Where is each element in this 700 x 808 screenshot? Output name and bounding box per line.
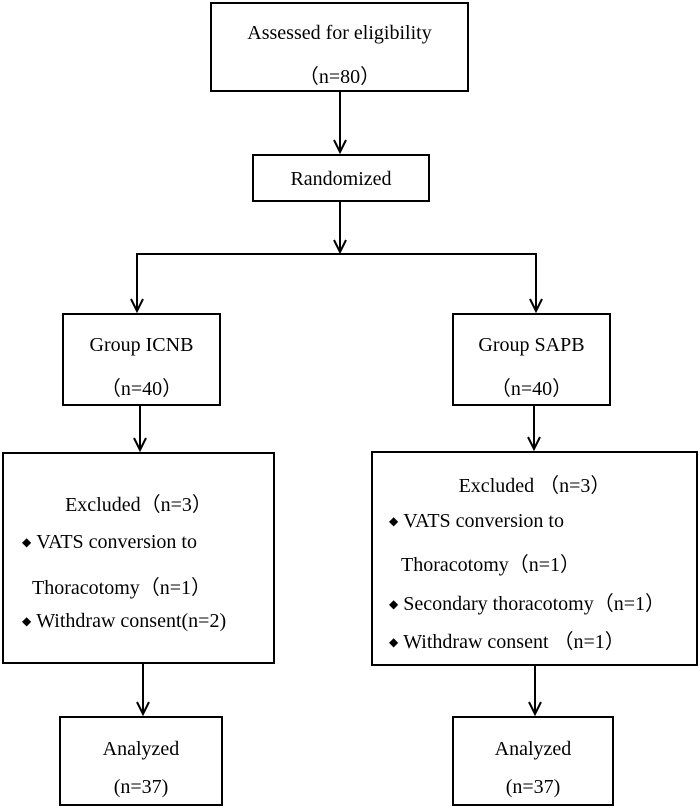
- analyzed-sapb-count: (n=37): [505, 776, 561, 798]
- randomized-box: Randomized: [252, 154, 430, 202]
- excluded-sapb-item-text: Withdraw consent （n=1）: [403, 631, 625, 653]
- excluded-sapb-item: ◆ Secondary thoracotomy（n=1）: [389, 587, 696, 616]
- excluded-sapb-item: ◆ VATS conversion to: [389, 510, 696, 533]
- excluded-icnb-title: Excluded（n=3）: [65, 494, 212, 516]
- excluded-sapb-title: Excluded （n=3）: [458, 475, 611, 497]
- excluded-sapb-item-text: Secondary thoracotomy（n=1）: [403, 593, 666, 615]
- group-icnb-title: Group ICNB: [89, 334, 194, 356]
- group-icnb-count: （n=40）: [100, 378, 183, 400]
- excluded-sapb-box: Excluded （n=3） ◆ VATS conversion to Thora…: [371, 451, 698, 666]
- group-sapb-box: Group SAPB （n=40）: [452, 313, 611, 406]
- analyzed-sapb-title: Analyzed: [494, 738, 572, 760]
- analyzed-icnb-count: (n=37): [113, 776, 169, 798]
- analyzed-icnb-box: Analyzed (n=37): [59, 716, 223, 806]
- analyzed-sapb-box: Analyzed (n=37): [452, 716, 614, 806]
- assessed-count: （n=80）: [298, 66, 381, 88]
- excluded-icnb-item-text: Withdraw consent(n=2): [36, 610, 227, 632]
- excluded-sapb-item-continued: Thoracotomy（n=1）: [401, 554, 581, 576]
- analyzed-icnb-title: Analyzed: [102, 738, 180, 760]
- assessed-box: Assessed for eligibility （n=80）: [210, 2, 469, 92]
- excluded-icnb-item: ◆ Withdraw consent(n=2): [22, 610, 273, 633]
- group-sapb-title: Group SAPB: [478, 334, 585, 356]
- excluded-icnb-item: ◆ VATS conversion to: [22, 531, 273, 554]
- diamond-bullet-icon: ◆: [389, 635, 399, 649]
- assessed-title: Assessed for eligibility: [247, 22, 432, 44]
- randomized-title: Randomized: [290, 168, 392, 190]
- diamond-bullet-icon: ◆: [22, 535, 32, 549]
- group-icnb-box: Group ICNB （n=40）: [62, 313, 221, 406]
- excluded-icnb-item-continued: Thoracotomy（n=1）: [32, 577, 212, 599]
- diamond-bullet-icon: ◆: [389, 597, 399, 611]
- diamond-bullet-icon: ◆: [22, 614, 32, 628]
- group-sapb-count: （n=40）: [490, 378, 573, 400]
- branch-line: [136, 253, 537, 310]
- excluded-sapb-item: ◆ Withdraw consent （n=1）: [389, 625, 696, 654]
- diamond-bullet-icon: ◆: [389, 514, 399, 528]
- excluded-icnb-box: Excluded（n=3） ◆ VATS conversion to Thorac…: [2, 452, 275, 664]
- excluded-sapb-item-text: VATS conversion to: [403, 510, 564, 532]
- excluded-icnb-item-text: VATS conversion to: [36, 531, 197, 553]
